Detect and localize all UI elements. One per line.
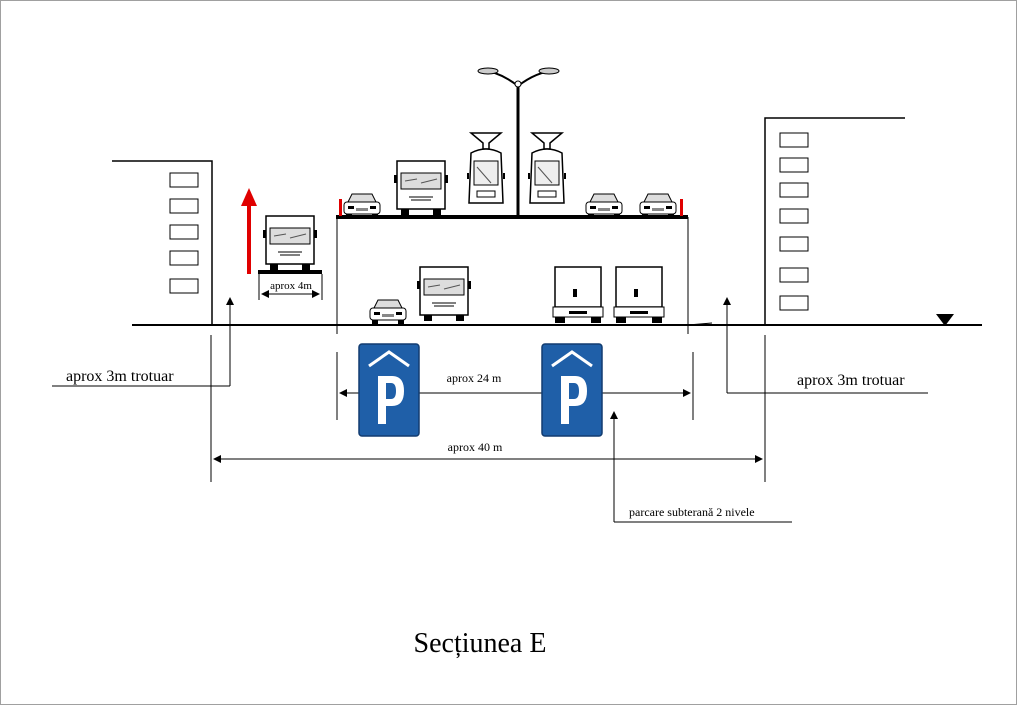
road-width-label: aprox 24 m bbox=[447, 371, 502, 385]
tram-icon bbox=[527, 132, 567, 204]
car-icon bbox=[585, 193, 623, 219]
bollard-left bbox=[339, 199, 342, 216]
car-icon bbox=[369, 299, 407, 325]
lane-dimension: aprox 4m bbox=[258, 274, 323, 300]
bollard-right bbox=[680, 199, 683, 216]
street-lamp-icon bbox=[477, 67, 560, 216]
bus-icon bbox=[416, 266, 472, 322]
lane-width-label: aprox 4m bbox=[270, 280, 312, 292]
car-icon bbox=[343, 193, 381, 219]
truck-icon bbox=[552, 266, 604, 324]
ground-level-marker-icon bbox=[936, 314, 954, 326]
elevated-deck bbox=[336, 199, 713, 334]
building-right bbox=[764, 117, 905, 324]
car-icon bbox=[639, 193, 677, 219]
bus-icon bbox=[393, 160, 449, 216]
sidewalk-right-callout: aprox 3m trotuar bbox=[723, 297, 928, 394]
truck-icon bbox=[613, 266, 665, 324]
sidewalk-right-label: aprox 3m trotuar bbox=[797, 372, 905, 389]
total-width-label: aprox 40 m bbox=[448, 440, 503, 454]
parking-sign-icon bbox=[357, 342, 421, 438]
total-width-dimension: aprox 40 m bbox=[210, 335, 766, 482]
sidewalk-left-callout: aprox 3m trotuar bbox=[52, 297, 234, 387]
underground-parking-callout: parcare subterană 2 nivele bbox=[610, 411, 792, 523]
tram-icon bbox=[466, 132, 506, 204]
sidewalk-left-label: aprox 3m trotuar bbox=[66, 368, 174, 385]
bus-icon bbox=[262, 215, 318, 271]
parking-sign-icon bbox=[540, 342, 604, 438]
underground-parking-label: parcare subterană 2 nivele bbox=[629, 505, 755, 519]
section-title: Secțiunea E bbox=[413, 628, 547, 659]
direction-arrow-icon bbox=[241, 188, 257, 274]
building-left bbox=[112, 160, 213, 324]
